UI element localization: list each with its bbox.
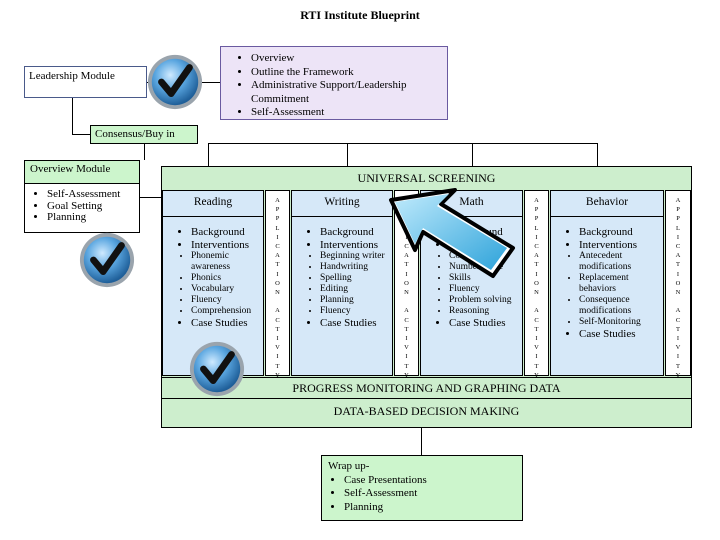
checkmark-badge-icon	[147, 54, 203, 110]
pointer-arrow-icon	[389, 188, 515, 278]
behavior-column: Behavior Background Interventions Antece…	[550, 190, 664, 376]
overview-module-header: Overview Module	[25, 161, 139, 184]
math-header: Math	[421, 191, 522, 217]
checkmark-badge-icon	[79, 232, 135, 288]
writing-sub-item: Handwriting	[320, 262, 392, 273]
reading-sub-item: Phonics	[191, 273, 263, 284]
writing-sub-item: Fluency	[320, 306, 392, 317]
reading-column: Reading Background Interventions Phonemi…	[162, 190, 264, 376]
writing-sub-item: Beginning writer	[320, 251, 392, 262]
wrap-up-header: Wrap up-	[328, 460, 370, 472]
overview-topic: Self-Assessment	[251, 106, 445, 120]
universal-screening-band: UNIVERSAL SCREENING	[357, 171, 496, 185]
connector-lead-consensus	[72, 98, 73, 135]
overview-module-box: Overview Module Self-Assessment Goal Set…	[24, 160, 140, 233]
reading-header: Reading	[163, 191, 263, 217]
decision-making-band: DATA-BASED DECISION MAKING	[333, 404, 520, 418]
connector-wrapup	[421, 428, 422, 455]
writing-header: Writing	[292, 191, 392, 217]
behavior-header: Behavior	[551, 191, 663, 217]
overview-topic: Overview	[251, 52, 445, 66]
wrap-up-item: Self-Assessment	[344, 487, 516, 501]
overview-module-item: Goal Setting	[47, 200, 139, 213]
writing-sub-item: Editing	[320, 284, 392, 295]
reading-sub-item: Fluency	[191, 295, 263, 306]
connector-branch-3	[472, 143, 473, 166]
connector-ovmod-main	[140, 197, 161, 198]
behavior-item: Background	[579, 226, 663, 239]
writing-sub-item: Spelling	[320, 273, 392, 284]
reading-case-studies: Case Studies	[191, 317, 263, 330]
reading-sub-item: Vocabulary	[191, 284, 263, 295]
reading-item: Interventions	[191, 239, 263, 252]
behavior-sub-item: Consequence modifications	[579, 295, 663, 317]
overview-topic: Outline the Framework	[251, 66, 445, 80]
progress-monitoring-band: PROGRESS MONITORING AND GRAPHING DATA	[162, 377, 691, 399]
consensus-box: Consensus/Buy in	[90, 125, 198, 144]
connector-lead-consensus-h	[72, 134, 90, 135]
leadership-module-box: Leadership Module	[24, 66, 147, 98]
reading-item: Background	[191, 226, 263, 239]
behavior-sub-item: Self-Monitoring	[579, 317, 663, 328]
wrap-up-item: Case Presentations	[344, 474, 516, 488]
math-sub-item: Skills	[449, 273, 522, 284]
writing-column: Writing Background Interventions Beginni…	[291, 190, 393, 376]
behavior-sub-item: Replacement behaviors	[579, 273, 663, 295]
reading-sub-item: Comprehension	[191, 306, 263, 317]
overview-topic: Administrative Support/Leadership Commit…	[251, 79, 445, 106]
connector-consensus-down	[144, 144, 145, 160]
checkmark-badge-icon	[189, 341, 245, 397]
connector-branch-4	[597, 143, 598, 166]
overview-module-item: Self-Assessment	[47, 188, 139, 201]
reading-sub-item: Phonemic awareness	[191, 251, 263, 273]
connector-branch-1	[208, 143, 209, 166]
behavior-item: Interventions	[579, 239, 663, 252]
math-sub-item: Reasoning	[449, 306, 522, 317]
writing-case-studies: Case Studies	[320, 317, 392, 330]
math-sub-item: Problem solving	[449, 295, 522, 306]
wrap-up-item: Planning	[344, 501, 516, 515]
writing-sub-item: Planning	[320, 295, 392, 306]
connector-branch-2	[347, 143, 348, 166]
math-case-studies: Case Studies	[449, 317, 522, 330]
behavior-case-studies: Case Studies	[579, 328, 663, 341]
behavior-sub-item: Antecedent modifications	[579, 251, 663, 273]
wrap-up-box: Wrap up- Case Presentations Self-Assessm…	[321, 455, 523, 521]
writing-item: Interventions	[320, 239, 392, 252]
overview-module-item: Planning	[47, 211, 139, 224]
overview-topics-box: Overview Outline the Framework Administr…	[220, 46, 448, 120]
writing-item: Background	[320, 226, 392, 239]
page-title: RTI Institute Blueprint	[300, 8, 420, 22]
math-sub-item: Fluency	[449, 284, 522, 295]
connector-branch-h	[208, 143, 598, 144]
